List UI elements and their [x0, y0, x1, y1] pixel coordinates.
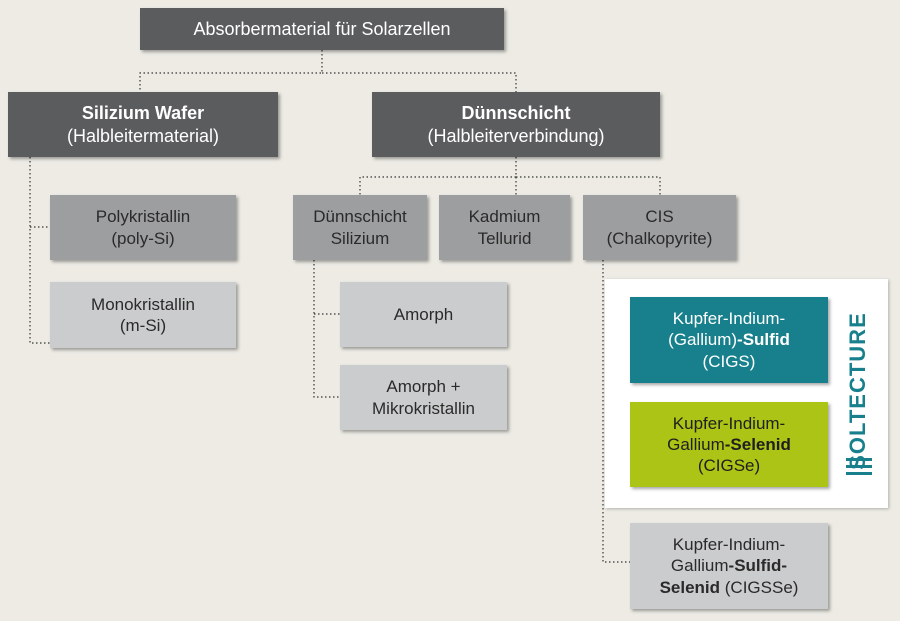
- cigse-line2-a: Gallium: [667, 434, 725, 454]
- connector-duenn-silizium: [359, 157, 517, 195]
- duennschicht-subtitle: (Halbleiterverbindung): [427, 125, 605, 146]
- cigsse-line2: Gallium-Sulfid-: [671, 555, 787, 576]
- silizium-wafer-subtitle: (Halbleitermaterial): [66, 125, 220, 146]
- root-label: Absorbermaterial für Solarzellen: [193, 18, 451, 39]
- kadmium-tellurid-node: Kadmium Tellurid: [439, 195, 570, 260]
- amorph-mikrokristallin-line1: Amorph +: [386, 377, 461, 397]
- cigsse-line1: Kupfer-Indium-: [672, 535, 786, 555]
- monokristallin-node: Monokristallin (m-Si): [50, 282, 236, 348]
- soltecture-logo-icon: [846, 458, 872, 484]
- silizium-wafer-node: Silizium Wafer (Halbleitermaterial): [8, 92, 278, 157]
- connector-duenn-cis: [516, 176, 661, 195]
- cigse-line1: Kupfer-Indium-: [672, 413, 786, 433]
- connector-root-duennschicht: [322, 72, 517, 92]
- connector-wafer-children: [29, 157, 50, 344]
- polykristallin-line2: (poly-Si): [111, 228, 175, 248]
- cigse-line2-b: -Selenid: [724, 434, 791, 454]
- cigse-node: Kupfer-Indium- Gallium-Selenid (CIGSe): [630, 402, 828, 487]
- amorph-node: Amorph: [340, 282, 507, 347]
- cigs-line3: (CIGS): [702, 351, 756, 371]
- monokristallin-line2: (m-Si): [119, 316, 167, 335]
- cigsse-line2-a: Gallium: [670, 556, 729, 576]
- cigsse-line2-b: -Sulfid-: [728, 556, 788, 576]
- duennschicht-silizium-line1: Dünnschicht: [313, 207, 407, 227]
- cigs-node: Kupfer-Indium- (Gallium)-Sulfid (CIGS): [630, 297, 828, 383]
- cis-line2: (Chalkopyrite): [606, 228, 713, 248]
- connector-silizium-children: [313, 260, 340, 398]
- cigsse-node: Kupfer-Indium- Gallium-Sulfid- Selenid (…: [630, 523, 828, 609]
- connector-root-wafer: [139, 50, 323, 92]
- amorph-mikrokristallin-line2: Mikrokristallin: [372, 398, 475, 418]
- kadmium-tellurid-line1: Kadmium: [468, 207, 541, 227]
- cigse-line2: Gallium-Selenid: [667, 434, 791, 455]
- cis-line1: CIS: [645, 207, 674, 227]
- silizium-wafer-title: Silizium Wafer: [81, 103, 205, 123]
- cigsse-line3-b: (CIGSSe): [720, 577, 799, 597]
- duennschicht-silizium-line2: Silizium: [330, 228, 390, 248]
- polykristallin-node: Polykristallin (poly-Si): [50, 195, 236, 260]
- cigs-line2: (Gallium)-Sulfid: [668, 329, 790, 350]
- duennschicht-silizium-node: Dünnschicht Silizium: [293, 195, 427, 260]
- connector-cis-children: [602, 260, 630, 563]
- cis-node: CIS (Chalkopyrite): [583, 195, 736, 260]
- soltecture-logo-text: SOLTECTURE: [845, 312, 870, 470]
- cigs-line1: Kupfer-Indium-: [672, 309, 786, 329]
- cigsse-line3: Selenid (CIGSSe): [660, 577, 799, 598]
- cigse-line3: (CIGSe): [697, 456, 761, 476]
- monokristallin-line1: Monokristallin: [91, 294, 195, 314]
- amorph-mikrokristallin-node: Amorph + Mikrokristallin: [340, 365, 507, 430]
- cigs-line2-b: -Sulfid: [737, 330, 790, 350]
- kadmium-tellurid-line2: Tellurid: [477, 228, 532, 248]
- duennschicht-node: Dünnschicht (Halbleiterverbindung): [372, 92, 660, 157]
- root-node: Absorbermaterial für Solarzellen: [140, 8, 504, 50]
- amorph-line1: Amorph: [393, 304, 454, 324]
- cigs-line2-a: (Gallium): [668, 330, 738, 350]
- polykristallin-line1: Polykristallin: [95, 207, 191, 227]
- cigsse-line3-a: Selenid: [659, 577, 721, 597]
- duennschicht-title: Dünnschicht: [461, 103, 571, 123]
